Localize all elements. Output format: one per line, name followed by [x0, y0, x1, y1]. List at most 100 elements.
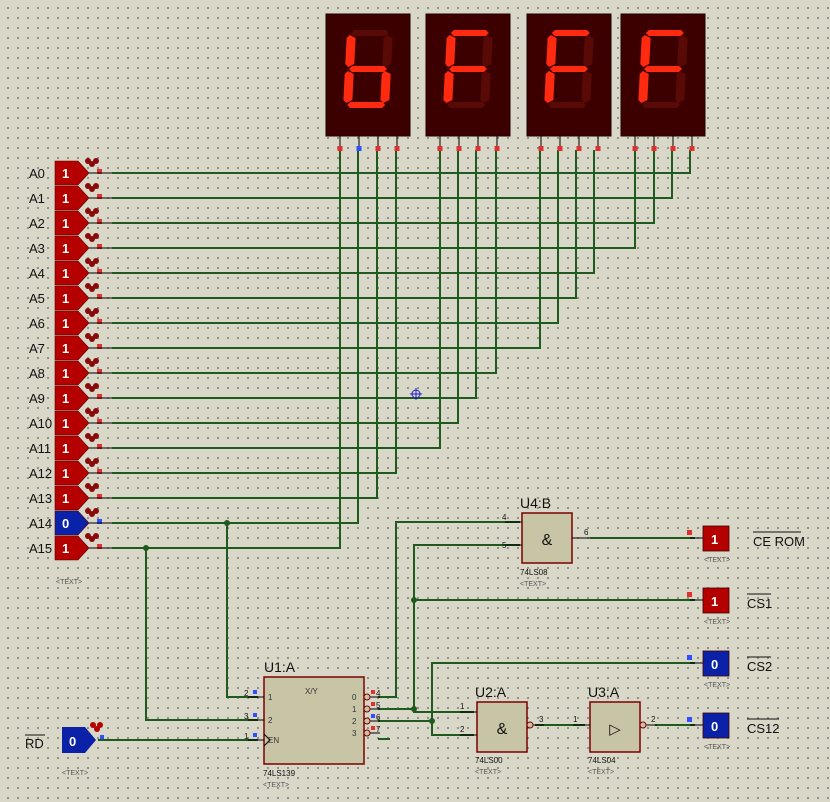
u4-pin5: 5 — [502, 541, 507, 550]
address-label: A5 — [29, 291, 45, 306]
address-text: <TEXT> — [56, 579, 82, 586]
output-label: CS2 — [747, 659, 772, 674]
address-value: 1 — [62, 266, 69, 281]
crosshair-cursor-icon — [410, 388, 422, 400]
segment-g — [349, 66, 387, 72]
address-value: 1 — [62, 166, 69, 181]
seven-segment-display-2[interactable] — [425, 13, 511, 151]
output-text: <TEXT> — [704, 619, 730, 626]
logicstate-a2[interactable]: A2 1 — [29, 208, 112, 236]
segment-e — [443, 71, 454, 103]
segment-e — [544, 71, 555, 103]
u2-ref: U2:A — [475, 684, 507, 700]
address-value: 0 — [62, 516, 69, 531]
rd-input[interactable]: RD 0 <TEXT> — [25, 722, 104, 777]
u1-in-pin-name: EN — [268, 736, 279, 745]
seven-segment-display-3[interactable] — [526, 13, 612, 151]
address-value: 1 — [62, 541, 69, 556]
logicstate-a9[interactable]: A9 1 — [29, 383, 112, 411]
address-value: 1 — [62, 316, 69, 331]
and-gate-u4[interactable]: U4:B & 74LS08 <TEXT> 4 5 6 — [502, 495, 590, 588]
output-label: CS1 — [747, 596, 772, 611]
segment-f — [640, 35, 651, 67]
address-label: A2 — [29, 216, 45, 231]
u1-out-pin-num: 4 — [376, 689, 381, 698]
output-probe-cs2[interactable]: 0<TEXT>CS2 — [687, 650, 772, 689]
segment-b — [482, 35, 493, 67]
address-value: 1 — [62, 241, 69, 256]
u4-text: <TEXT> — [520, 581, 546, 588]
u1-out-pin-name: 3 — [352, 729, 357, 738]
segment-f — [445, 35, 456, 67]
segment-g — [449, 66, 487, 72]
u2-part: 74LS00 — [475, 756, 503, 765]
u1-out-pin-num: 6 — [376, 713, 381, 722]
segment-d — [447, 102, 486, 108]
logicstate-a14[interactable]: A14 0 — [29, 508, 112, 536]
u3-inversion-bubble — [639, 721, 647, 729]
segment-b — [583, 35, 594, 67]
u3-pin1: 1 — [573, 715, 578, 724]
u4-pin4: 4 — [502, 513, 507, 522]
u4-symbol: & — [542, 532, 553, 549]
u3-text: <TEXT> — [588, 769, 614, 776]
logicstate-a12[interactable]: A12 1 — [29, 458, 112, 486]
address-label: A14 — [29, 516, 52, 531]
logicstate-a15[interactable]: A15 1 <TEXT> — [29, 533, 112, 586]
segment-e — [343, 71, 354, 103]
segment-c — [581, 71, 592, 103]
address-value: 1 — [62, 366, 69, 381]
u2-pin2: 2 — [460, 725, 465, 734]
inverter-u3[interactable]: U3:A ▷ 74LS04 <TEXT> 1 2 — [573, 684, 657, 776]
segment-a — [645, 30, 684, 36]
u1-in-pin-num: 2 — [244, 689, 249, 698]
u3-part: 74LS04 — [588, 756, 616, 765]
output-probe-cs1[interactable]: 1<TEXT>CS1 — [687, 587, 772, 626]
segment-e — [638, 71, 649, 103]
output-probe-ce-rom[interactable]: 1<TEXT>CE ROM — [687, 525, 805, 564]
address-label: A13 — [29, 491, 52, 506]
segment-c — [675, 71, 686, 103]
address-label: A12 — [29, 466, 52, 481]
nand-gate-u2[interactable]: U2:A & 74LS00 <TEXT> 1 2 3 — [460, 684, 544, 776]
output-value: 0 — [711, 719, 718, 734]
address-label: A9 — [29, 391, 45, 406]
address-value: 1 — [62, 466, 69, 481]
segment-a — [551, 30, 590, 36]
u4-pin6: 6 — [584, 528, 589, 537]
output-probe-cs12[interactable]: 0<TEXT>CS12 — [687, 712, 780, 751]
u1-func: X/Y — [305, 687, 319, 696]
wire-layer — [98, 150, 695, 741]
address-value: 1 — [62, 216, 69, 231]
u2-pin3: 3 — [539, 715, 544, 724]
segment-d — [347, 102, 386, 108]
u1-in-pin-name: 2 — [268, 716, 273, 725]
seven-segment-display-1[interactable] — [325, 13, 411, 151]
u1-out-pin-num: 5 — [376, 701, 381, 710]
segment-b — [382, 35, 393, 67]
junction-dots — [143, 520, 435, 724]
output-value: 1 — [711, 532, 718, 547]
address-label: A15 — [29, 541, 52, 556]
address-value: 1 — [62, 441, 69, 456]
u3-pin2: 2 — [651, 715, 656, 724]
segment-a — [350, 30, 389, 36]
u1-out-pin-num: 7 — [376, 725, 381, 734]
seven-segment-display-4[interactable] — [620, 13, 706, 151]
address-value: 1 — [62, 391, 69, 406]
u1-out-pin-name: 2 — [352, 717, 357, 726]
